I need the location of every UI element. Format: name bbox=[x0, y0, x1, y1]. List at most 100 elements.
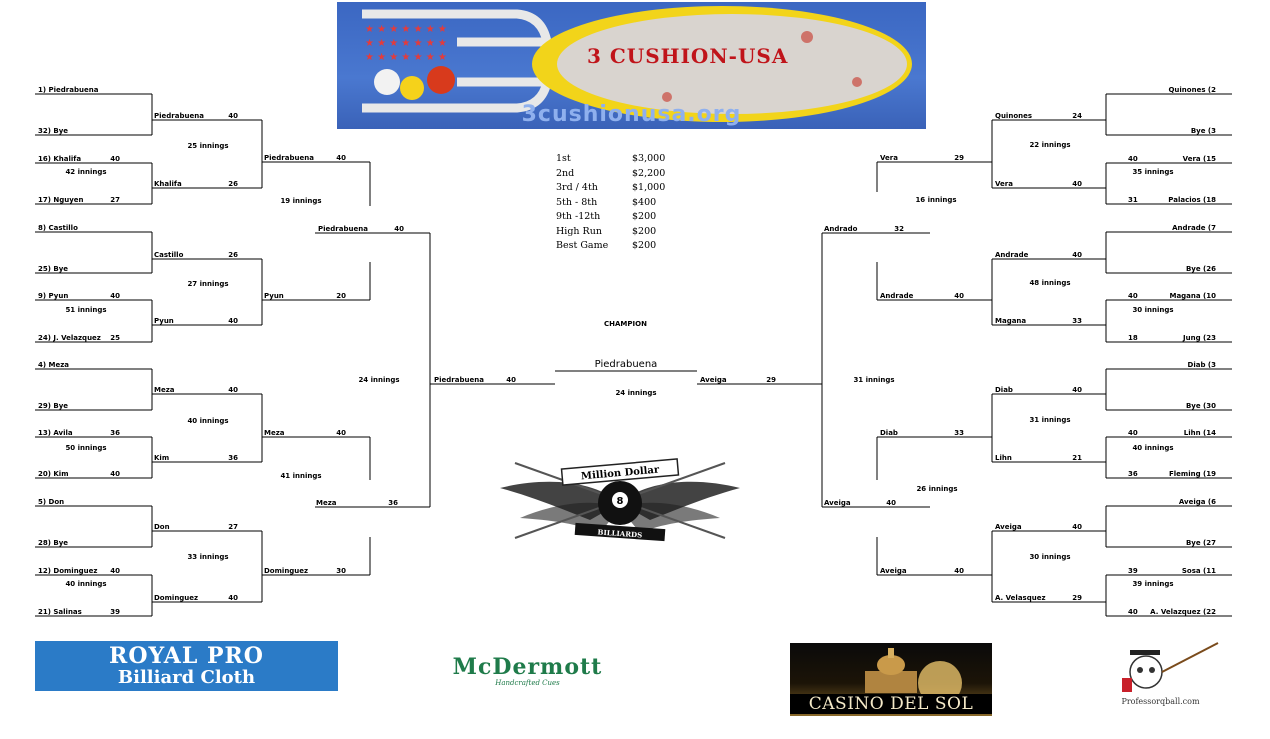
right-r2-player-name: Vera bbox=[995, 180, 1013, 188]
right-r1-player-score: 39 bbox=[1128, 567, 1138, 575]
right-r3-player-score: 29 bbox=[954, 154, 964, 162]
left-r1-player-name: 12) Dominguez bbox=[38, 567, 98, 575]
left-r2-player-name: Don bbox=[154, 523, 170, 531]
royal-pro-line2: Billiard Cloth bbox=[117, 667, 256, 688]
prize-row: 5th - 8th$400 bbox=[556, 196, 672, 211]
final-right-player-name: Aveiga bbox=[700, 376, 727, 384]
right-r2-player-score: 29 bbox=[1072, 594, 1082, 602]
prize-row: 3rd / 4th $1,000 bbox=[556, 181, 672, 196]
right-r4-player-score: 32 bbox=[894, 225, 904, 233]
svg-text:★ ★ ★ ★ ★ ★ ★: ★ ★ ★ ★ ★ ★ ★ bbox=[365, 38, 447, 49]
left-r2-player-score: 40 bbox=[228, 386, 238, 394]
prize-row: 2nd$2,200 bbox=[556, 167, 672, 182]
left-r1-player-name: 1) Piedrabuena bbox=[38, 86, 99, 94]
left-r2-player-name: Kim bbox=[154, 454, 170, 462]
left-r1-innings: 40 innings bbox=[65, 580, 107, 588]
left-r2-player-score: 40 bbox=[228, 112, 238, 120]
billiards-text: BILLIARDS bbox=[597, 527, 642, 539]
right-r1-player-score: 18 bbox=[1128, 334, 1138, 342]
right-r3-player-name: Aveiga bbox=[880, 567, 907, 575]
left-r1-player-name: 8) Castillo bbox=[38, 224, 78, 232]
final-left-player-name: Piedrabuena bbox=[434, 376, 484, 384]
right-r2-player-name: Diab bbox=[995, 386, 1013, 394]
prize-row: 1st$3,000 bbox=[556, 152, 672, 167]
right-r1-player-name: Fleming (19 bbox=[1169, 470, 1216, 478]
left-r3-innings: 19 innings bbox=[280, 197, 322, 205]
right-r1-player-name: A. Velazquez (22 bbox=[1150, 608, 1216, 616]
right-r1-innings: 35 innings bbox=[1132, 168, 1174, 176]
left-r3-player-score: 30 bbox=[336, 567, 346, 575]
right-r1-player-name: Quinones (2 bbox=[1168, 86, 1216, 94]
left-r2-player-name: Dominguez bbox=[154, 594, 199, 602]
left-r1-player-score: 36 bbox=[110, 429, 120, 437]
right-r1-player-name: Diab (3 bbox=[1187, 361, 1216, 369]
prize-place: 5th - 8th bbox=[556, 196, 598, 208]
prize-amount: $3,000 bbox=[632, 153, 666, 164]
left-r4-player-name: Meza bbox=[316, 499, 337, 507]
right-r2-player-score: 21 bbox=[1072, 454, 1082, 462]
prize-amount: $1,000 bbox=[632, 182, 666, 193]
banner-brand: 3 CUSHION-USA bbox=[587, 44, 789, 68]
left-r3-player-name: Piedrabuena bbox=[264, 154, 314, 162]
prize-place: 3rd / 4th bbox=[556, 182, 598, 193]
right-r2-player-score: 40 bbox=[1072, 523, 1082, 531]
left-r2-player-name: Pyun bbox=[154, 317, 174, 325]
left-r1-player-score: 39 bbox=[110, 608, 120, 616]
prize-amount: $200 bbox=[632, 211, 657, 222]
left-r1-player-score: 27 bbox=[110, 196, 120, 204]
right-r1-player-name: Bye (3 bbox=[1190, 127, 1216, 135]
left-r1-player-name: 4) Meza bbox=[38, 361, 70, 369]
right-r1-player-name: Palacios (18 bbox=[1168, 196, 1216, 204]
left-r1-player-name: 32) Bye bbox=[38, 127, 69, 135]
left-r3-innings: 41 innings bbox=[280, 472, 322, 480]
right-r1-innings: 40 innings bbox=[1132, 444, 1174, 452]
left-r1-player-name: 25) Bye bbox=[38, 265, 69, 273]
left-r1-innings: 42 innings bbox=[65, 168, 107, 176]
banner-url: 3cushionusa.org bbox=[521, 102, 742, 127]
right-r2-player-score: 24 bbox=[1072, 112, 1082, 120]
header-banner: ★ ★ ★ ★ ★ ★ ★ ★ ★ ★ ★ ★ ★ ★ ★ ★ ★ ★ ★ ★ … bbox=[337, 2, 926, 129]
left-r1-player-name: 9) Pyun bbox=[38, 292, 69, 300]
professor-qball-url: Professorqball.com bbox=[1121, 697, 1200, 706]
right-r1-player-score: 40 bbox=[1128, 292, 1138, 300]
right-r2-innings: 22 innings bbox=[1029, 141, 1071, 149]
left-r1-player-score: 40 bbox=[110, 155, 120, 163]
left-r1-player-name: 17) Nguyen bbox=[38, 196, 84, 204]
right-r1-player-name: Andrade (7 bbox=[1172, 224, 1216, 232]
mcdermott-logo: McDermott Handcrafted Cues bbox=[425, 655, 630, 695]
final-left-player-score: 40 bbox=[506, 376, 516, 384]
right-r3-player-name: Diab bbox=[880, 429, 898, 437]
right-r1-player-name: Aveiga (6 bbox=[1178, 498, 1216, 506]
prize-place: 2nd bbox=[556, 167, 575, 179]
right-r3-player-score: 40 bbox=[954, 292, 964, 300]
right-r2-innings: 48 innings bbox=[1029, 279, 1071, 287]
left-r2-player-score: 26 bbox=[228, 251, 238, 259]
left-r3-player-score: 40 bbox=[336, 154, 346, 162]
right-r3-player-score: 33 bbox=[954, 429, 964, 437]
mcdermott-name: McDermott bbox=[452, 654, 603, 680]
left-r2-player-name: Piedrabuena bbox=[154, 112, 204, 120]
right-r1-player-score: 36 bbox=[1128, 470, 1138, 478]
left-r3-player-name: Dominguez bbox=[264, 567, 309, 575]
right-r4-innings: 31 innings bbox=[853, 376, 895, 384]
svg-text:★ ★ ★ ★ ★ ★ ★: ★ ★ ★ ★ ★ ★ ★ bbox=[365, 52, 447, 63]
right-r2-innings: 30 innings bbox=[1029, 553, 1071, 561]
svg-text:★ ★ ★ ★ ★ ★ ★: ★ ★ ★ ★ ★ ★ ★ bbox=[365, 24, 447, 35]
left-r1-player-name: 28) Bye bbox=[38, 539, 69, 547]
left-r1-player-score: 40 bbox=[110, 567, 120, 575]
final-innings: 24 innings bbox=[615, 389, 657, 397]
professor-qball-logo: Professorqball.com bbox=[1098, 640, 1223, 710]
left-r2-player-name: Khalifa bbox=[154, 180, 182, 188]
right-r1-player-name: Bye (27 bbox=[1185, 539, 1216, 547]
right-r2-player-name: A. Velasquez bbox=[995, 594, 1046, 602]
right-r2-player-score: 33 bbox=[1072, 317, 1082, 325]
right-r1-player-score: 40 bbox=[1128, 429, 1138, 437]
left-r4-player-name: Piedrabuena bbox=[318, 225, 368, 233]
right-r1-player-name: Sosa (11 bbox=[1181, 567, 1216, 575]
right-r4-player-score: 40 bbox=[886, 499, 896, 507]
left-r2-innings: 33 innings bbox=[187, 553, 229, 561]
royal-pro-logo: ROYAL PRO Billiard Cloth bbox=[35, 641, 338, 691]
royal-pro-line1: ROYAL PRO bbox=[109, 643, 264, 669]
champion-label: CHAMPION bbox=[604, 320, 647, 328]
